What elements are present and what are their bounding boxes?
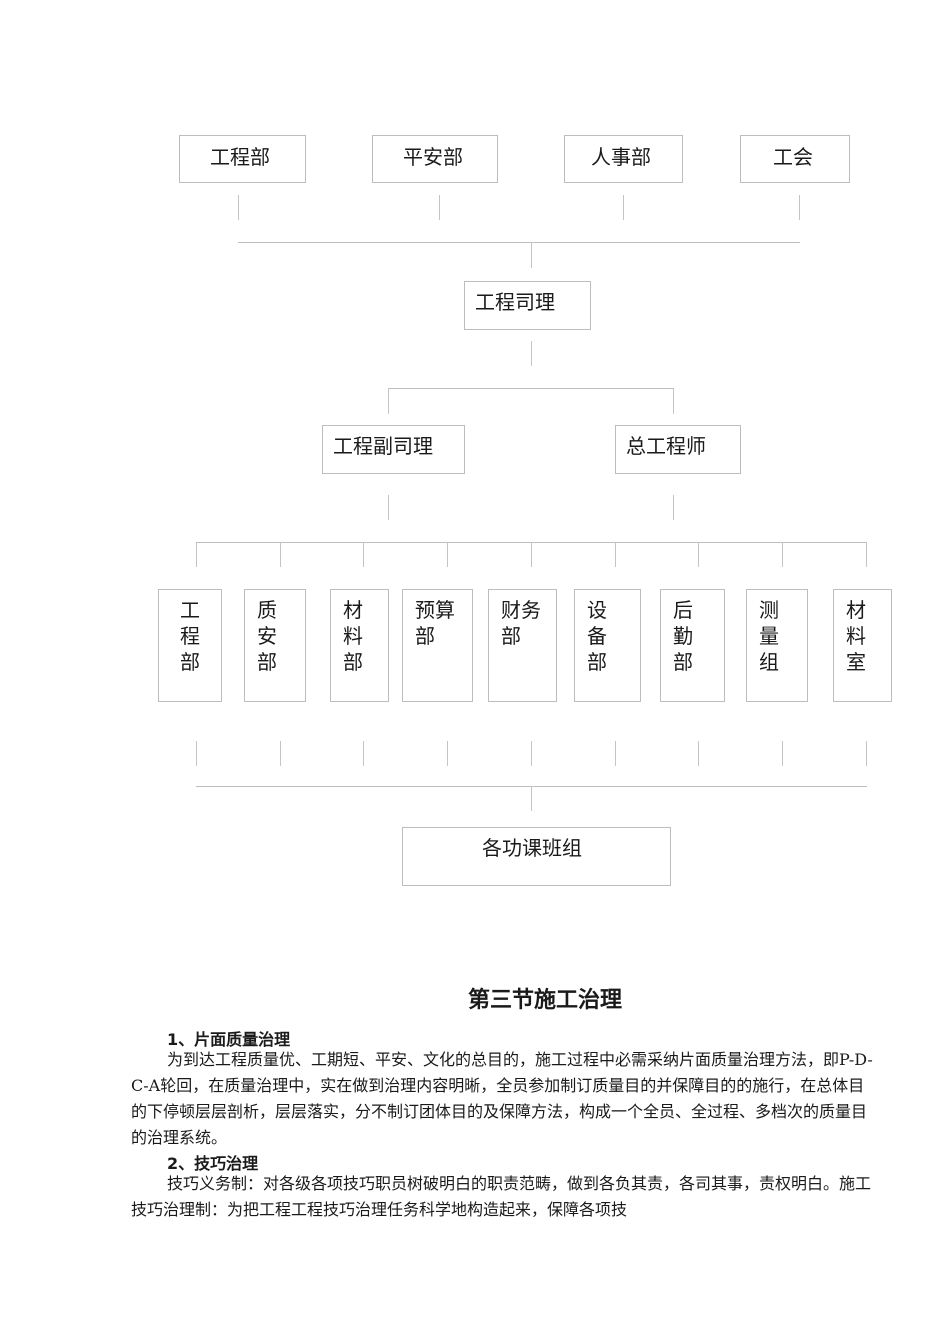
org-box-label: 测 量 组 (759, 598, 779, 674)
connector (280, 741, 281, 766)
org-box-label: 工程副司理 (333, 434, 433, 458)
connector (698, 741, 699, 766)
org-box-dept-equipment: 设 备 部 (574, 589, 641, 702)
subsection-heading: 2、技巧治理 (167, 1154, 259, 1173)
connector (447, 741, 448, 766)
connector (363, 542, 364, 567)
org-box-label: 材 料 部 (343, 598, 363, 674)
org-box-label: 各功课班组 (482, 836, 582, 860)
connector (673, 388, 674, 414)
org-box-dept-materials: 材 料 部 (330, 589, 389, 702)
org-box-work-teams: 各功课班组 (402, 827, 671, 886)
connector (782, 741, 783, 766)
org-box-label: 设 备 部 (587, 598, 607, 674)
org-box-dept-engineering: 工 程 部 (158, 589, 222, 702)
connector (388, 495, 389, 520)
org-box-union: 工会 (740, 135, 850, 183)
org-box-label: 总工程师 (626, 434, 706, 458)
subsection-heading: 1、片面质量治理 (167, 1030, 291, 1049)
connector (531, 542, 532, 567)
connector (531, 242, 532, 268)
org-box-hr: 人事部 (564, 135, 683, 183)
connector (698, 542, 699, 567)
org-box-dept-material-room: 材 料 室 (833, 589, 892, 702)
connector (439, 195, 440, 220)
connector (673, 495, 674, 520)
subsection-paragraph: 为到达工程质量优、工期短、平安、文化的总目的，施工过程中必需采纳片面质量治理方法… (131, 1050, 873, 1147)
connector (388, 388, 389, 414)
connector (238, 195, 239, 220)
org-box-label: 财务 部 (501, 598, 541, 648)
org-box-dept-finance: 财务 部 (488, 589, 557, 702)
connector (615, 542, 616, 567)
org-box-label: 质 安 部 (257, 598, 277, 674)
connector (447, 542, 448, 567)
org-box-label: 工程部 (210, 145, 270, 169)
org-box-label: 材 料 室 (846, 598, 866, 674)
connector (866, 741, 867, 766)
org-box-label: 工程司理 (475, 290, 555, 314)
org-box-label: 工会 (773, 145, 813, 169)
org-box-engineering: 工程部 (179, 135, 306, 183)
org-box-chief-engineer: 总工程师 (615, 425, 741, 474)
org-box-dept-budget: 预算 部 (402, 589, 473, 702)
connector (531, 341, 532, 366)
org-box-label: 工 程 部 (180, 598, 200, 674)
org-box-label: 平安部 (403, 145, 463, 169)
connector (238, 242, 800, 243)
connector (615, 741, 616, 766)
connector (531, 786, 532, 811)
connector (623, 195, 624, 220)
connector (866, 542, 867, 567)
connector (196, 542, 197, 567)
org-box-safety: 平安部 (372, 135, 498, 183)
org-box-label: 人事部 (591, 145, 651, 169)
connector (799, 195, 800, 220)
org-box-label: 后 勤 部 (673, 598, 693, 674)
connector (196, 741, 197, 766)
org-box-dept-quality-safety: 质 安 部 (244, 589, 306, 702)
org-box-dept-logistics: 后 勤 部 (660, 589, 725, 702)
org-box-deputy-manager: 工程副司理 (322, 425, 465, 474)
org-box-label: 预算 部 (415, 598, 455, 648)
org-box-manager: 工程司理 (464, 281, 591, 330)
connector (531, 741, 532, 766)
org-box-dept-survey: 测 量 组 (746, 589, 808, 702)
subsection-paragraph: 技巧义务制：对各级各项技巧职员树破明白的职责范畴，做到各负其责，各司其事，责权明… (131, 1174, 872, 1219)
section-title: 第三节施工治理 (467, 988, 622, 1013)
connector (388, 388, 674, 389)
connector (280, 542, 281, 567)
connector (782, 542, 783, 567)
connector (363, 741, 364, 766)
